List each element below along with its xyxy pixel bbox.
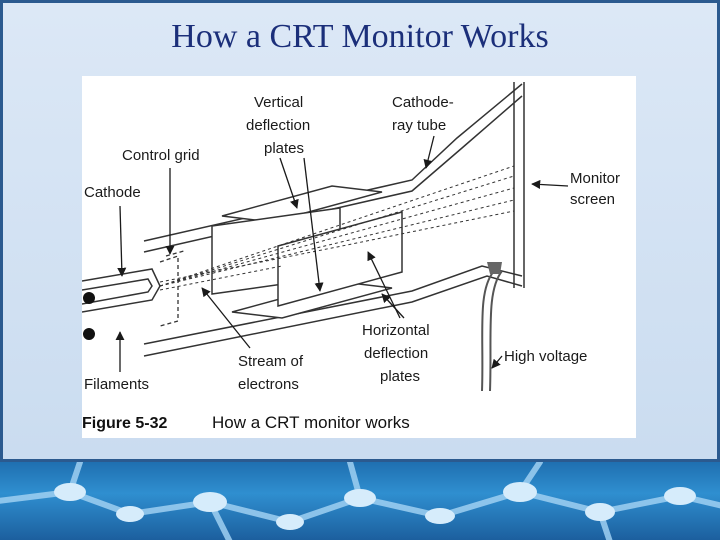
svg-text:plates: plates (380, 368, 420, 385)
label-cathode: Cathode (84, 184, 141, 201)
filament-dot-lower (83, 328, 95, 340)
label-control-grid: Control grid (122, 147, 200, 164)
svg-text:deflection: deflection (364, 345, 428, 362)
crt-diagram: Vertical deflection plates Cathode- ray … (82, 76, 636, 438)
filament-dot-upper (83, 292, 95, 304)
label-vertical-deflection: Vertical deflection plates (246, 94, 310, 157)
svg-text:electrons: electrons (238, 376, 299, 393)
svg-text:plates: plates (264, 140, 304, 157)
footer-molecule-pattern (0, 462, 720, 540)
svg-text:Cathode-: Cathode- (392, 94, 454, 111)
svg-text:Horizontal: Horizontal (362, 322, 430, 339)
label-monitor-screen: Monitor screen (570, 170, 620, 208)
control-grid (159, 250, 185, 327)
label-stream-of-electrons: Stream of electrons (238, 353, 304, 393)
high-voltage-connector (487, 262, 502, 274)
slide-title: How a CRT Monitor Works (171, 18, 549, 55)
svg-text:Vertical: Vertical (254, 94, 303, 111)
label-cathode-ray-tube: Cathode- ray tube (392, 94, 454, 134)
svg-text:Stream of: Stream of (238, 353, 304, 370)
monitor-screen-face (513, 82, 525, 288)
crt-diagram-svg: Vertical deflection plates Cathode- ray … (82, 82, 620, 432)
horizontal-deflection-plates (211, 207, 403, 307)
svg-text:screen: screen (570, 191, 615, 208)
svg-text:deflection: deflection (246, 117, 310, 134)
label-high-voltage: High voltage (504, 348, 587, 365)
high-voltage-cable (481, 270, 503, 392)
svg-text:Monitor: Monitor (570, 170, 620, 187)
svg-text:ray tube: ray tube (392, 117, 446, 134)
label-filaments: Filaments (84, 376, 149, 393)
footer-decoration (0, 462, 720, 540)
tube-neck (82, 268, 161, 313)
electron-stream (159, 165, 515, 291)
label-horizontal-deflection: Horizontal deflection plates (362, 322, 430, 385)
figure-caption-text: How a CRT monitor works (212, 413, 410, 432)
figure-caption-number: Figure 5-32 (82, 415, 167, 432)
leader-arrows (115, 135, 569, 372)
